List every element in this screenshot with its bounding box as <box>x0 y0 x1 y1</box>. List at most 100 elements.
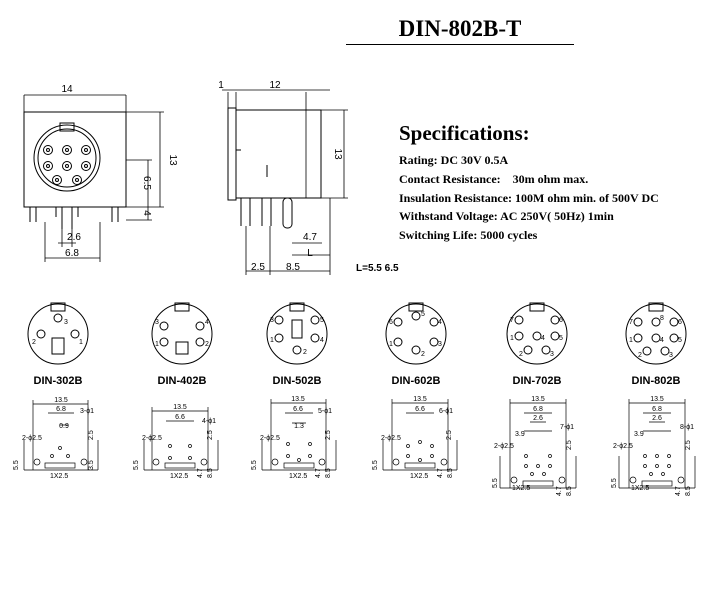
footprint-602b <box>382 399 458 471</box>
model-name-402b: DIN-402B <box>158 375 207 387</box>
pin-label: 4 <box>205 319 209 326</box>
side-depth-dim: 12 <box>269 80 281 91</box>
fp-dim: 4.7 <box>556 486 563 496</box>
fp-dim: 0.9 <box>59 423 69 430</box>
model-name-502b: DIN-502B <box>273 375 322 387</box>
fp-hole-dim: 5-ϕ1 <box>318 408 332 415</box>
fp-dim: 1.3 <box>294 423 304 430</box>
page-title: DIN-802B-T <box>346 16 574 45</box>
fp-slot-dim: 1X2.5 <box>170 473 188 480</box>
fp-slot-dim: 1X2.5 <box>410 473 428 480</box>
socket-key <box>59 122 75 132</box>
pin-label: 4 <box>320 337 324 344</box>
fp-dim: 4.7 <box>315 468 322 478</box>
pin-label: 2 <box>421 351 425 358</box>
spec-contact-resistance: Contact Resistance: 30m ohm max. <box>399 172 589 186</box>
footprint-402b <box>143 407 219 471</box>
fp-slot-dim: 1X2.5 <box>50 473 68 480</box>
fp-dim: 8.5 <box>685 486 692 496</box>
pin-label: 6 <box>559 317 563 324</box>
footprint-802b <box>618 399 696 489</box>
front-lead-len-dim: 4 <box>141 210 152 216</box>
fp-slot-dim: 1X2.5 <box>289 473 307 480</box>
fp-width-dim: 13.5 <box>54 397 68 404</box>
footprint-702b <box>499 399 577 489</box>
fp-mount-dim: 2-ϕ2.5 <box>381 435 401 442</box>
fp-hole-dim: 7-ϕ1 <box>560 424 574 431</box>
side-pin-pos-dim: 2.5 <box>251 262 265 273</box>
pin-label: 1 <box>270 337 274 344</box>
pin-label: 1 <box>629 337 633 344</box>
fp-dim: 2.5 <box>446 430 453 440</box>
pin-label: 4 <box>541 335 545 342</box>
model-name-602b: DIN-602B <box>392 375 441 387</box>
front-width-dim: 14 <box>61 84 73 95</box>
footprint-302b <box>23 400 99 471</box>
fp-hole-dim: 6-ϕ1 <box>439 408 453 415</box>
fp-dim: 4.7 <box>437 468 444 478</box>
footprint-dimensions: 13.5 6.8 0.9 3-ϕ1 2-ϕ2.5 2.5 5.5 3.5 1X2… <box>13 396 694 496</box>
pin-label: 7 <box>510 317 514 324</box>
side-flange-dim: 1 <box>218 80 224 91</box>
pin-label: 7 <box>629 319 633 326</box>
pin-label: 3 <box>438 341 442 348</box>
pin-label: 1 <box>155 341 159 348</box>
pin-layout-502b <box>266 302 328 365</box>
fp-mount-dim: 2-ϕ2.5 <box>494 443 514 450</box>
fp-dim: 5.5 <box>133 460 140 470</box>
fp-dim: 6.8 <box>56 406 66 413</box>
fp-dim: 4.7 <box>197 468 204 478</box>
model-name-802b: DIN-802B <box>632 375 681 387</box>
pin-numbers: 2 1 3 3 4 1 2 3 5 1 4 2 6 5 4 1 2 3 7 6 … <box>32 311 682 359</box>
pin-label: 1 <box>389 341 393 348</box>
l-length-note: L=5.5 6.5 <box>356 263 399 274</box>
pin-layout-302b <box>27 302 89 365</box>
fp-mount-dim: 2-ϕ2.5 <box>142 435 162 442</box>
front-pitch-dim: 2.6 <box>67 232 81 243</box>
fp-mount-dim: 2-ϕ2.5 <box>613 443 633 450</box>
fp-dim: 5.5 <box>13 460 20 470</box>
fp-dim: 2.5 <box>88 430 95 440</box>
pin-label: 4 <box>438 319 442 326</box>
fp-dim: 8.5 <box>447 468 454 478</box>
front-lead-span-dim: 6.8 <box>65 248 79 259</box>
fp-dim: 8.5 <box>325 468 332 478</box>
front-view-body <box>23 111 127 208</box>
pin-label: 3 <box>64 319 68 326</box>
fp-dim: 2.6 <box>652 415 662 422</box>
front-pin-row-dim: 6.5 <box>141 176 152 190</box>
fp-dim: 2.5 <box>685 440 692 450</box>
pin-label: 5 <box>320 317 324 324</box>
fp-dim: 6.8 <box>652 406 662 413</box>
fp-hole-dim: 8-ϕ1 <box>680 424 694 431</box>
pin-label: 1 <box>79 339 83 346</box>
fp-dim: 3.5 <box>88 460 95 470</box>
side-body-len-dim: 8.5 <box>286 262 300 273</box>
pin-layout-702b <box>506 302 568 365</box>
model-name-702b: DIN-702B <box>513 375 562 387</box>
fp-mount-dim: 2-ϕ2.5 <box>260 435 280 442</box>
fp-width-dim: 13.5 <box>291 396 305 403</box>
fp-dim: 8.5 <box>207 468 214 478</box>
pin-label: 6 <box>678 319 682 326</box>
fp-dim: 8.5 <box>566 486 573 496</box>
pin-label: 2 <box>205 341 209 348</box>
pin-layouts <box>27 302 687 365</box>
pin-layout-602b <box>385 302 447 365</box>
front-view <box>23 94 164 262</box>
pin-label: 1 <box>510 335 514 342</box>
fp-slot-dim: 1X2.5 <box>512 485 530 492</box>
pin-label: 4 <box>660 337 664 344</box>
side-offset-dim: 4.7 <box>303 232 317 243</box>
fp-dim: 3.9 <box>515 431 525 438</box>
spec-withstand-voltage: Withstand Voltage: AC 250V( 50Hz) 1min <box>399 209 614 223</box>
specifications-heading: Specifications: <box>399 121 530 145</box>
footprint-502b <box>261 399 337 471</box>
spec-insulation-resistance: Insulation Resistance: 100M ohm min. of … <box>399 191 659 205</box>
fp-dim: 5.5 <box>492 478 499 488</box>
fp-dim: 6.6 <box>293 406 303 413</box>
fp-dim: 2.6 <box>533 415 543 422</box>
fp-width-dim: 13.5 <box>173 404 187 411</box>
fp-dim: 5.5 <box>251 460 258 470</box>
socket-shield <box>33 124 101 192</box>
